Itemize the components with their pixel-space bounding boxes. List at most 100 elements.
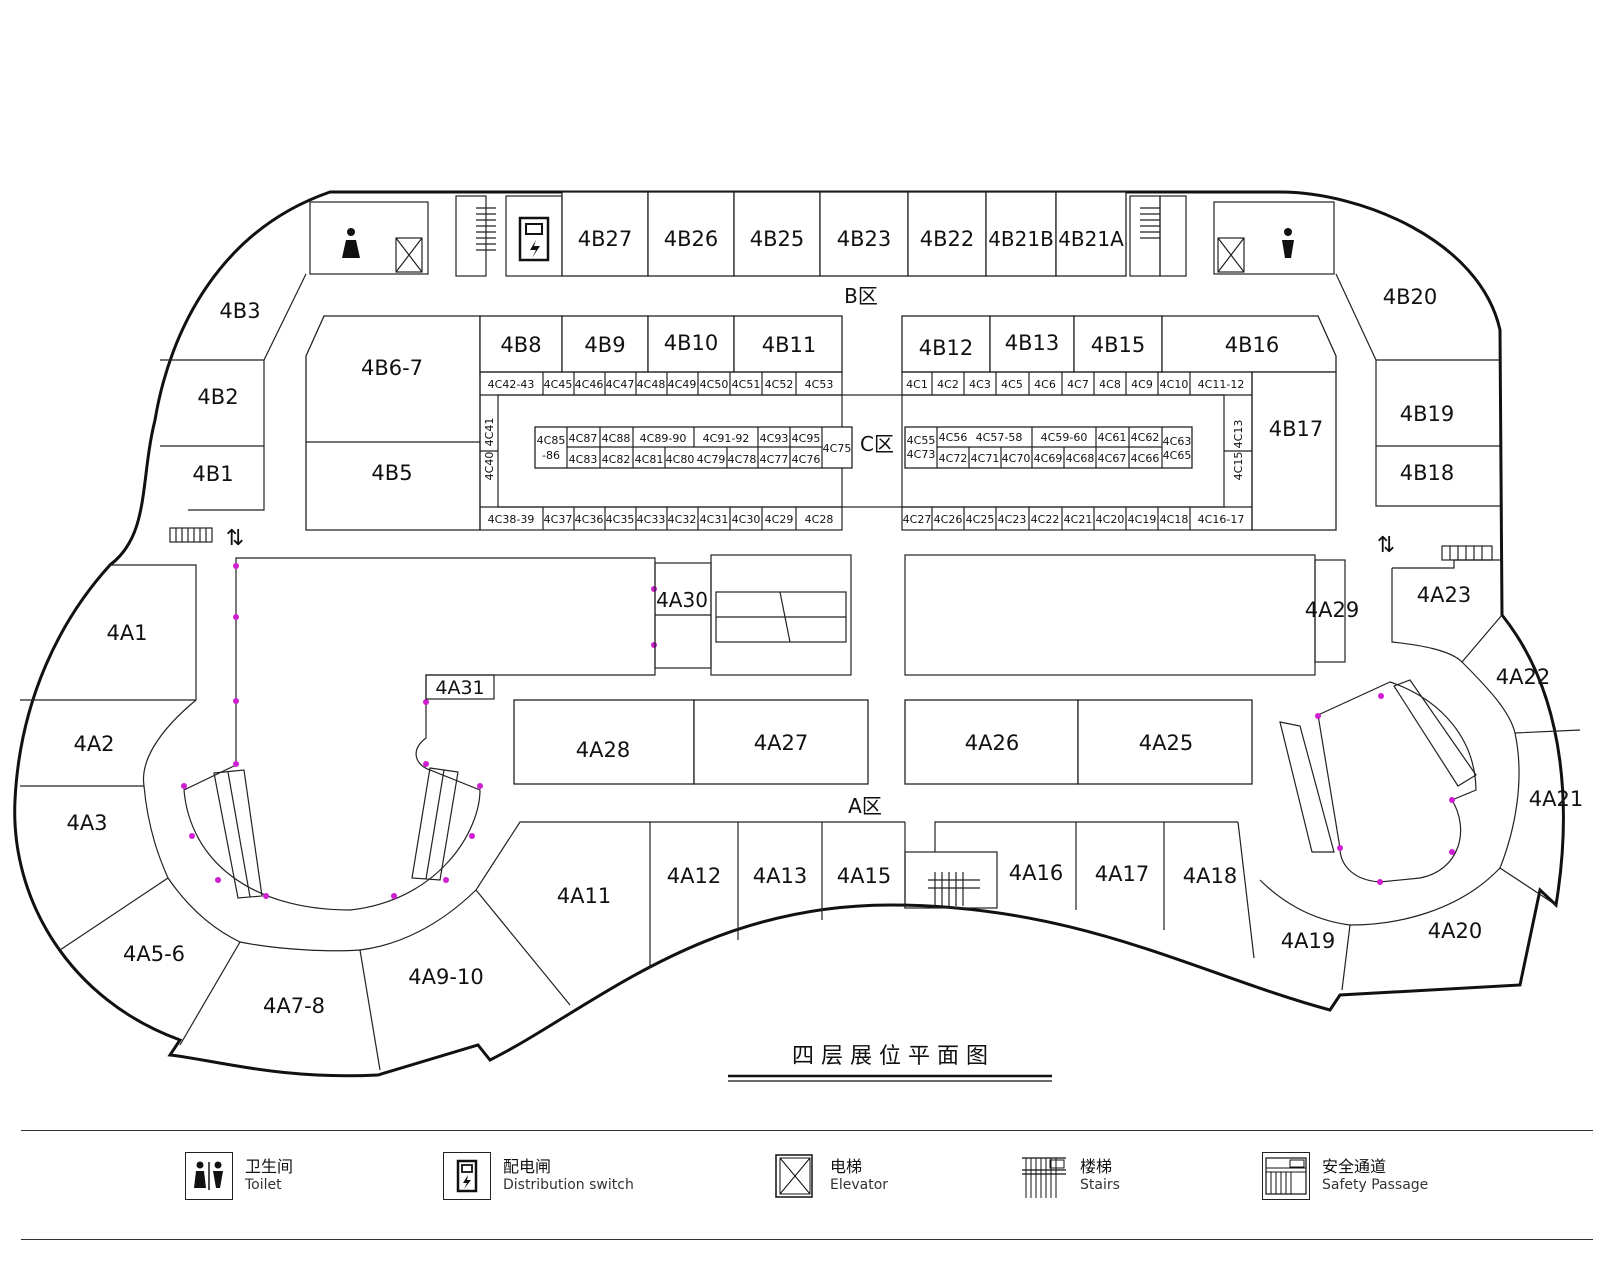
stall-4c28[interactable]: 4C28: [805, 513, 834, 526]
stall-4c37[interactable]: 4C37: [544, 513, 573, 526]
stall-4c78[interactable]: 4C78: [728, 453, 757, 466]
stall-4c48[interactable]: 4C48: [637, 378, 666, 391]
stall-4c3[interactable]: 4C3: [969, 378, 991, 391]
stall-4c35[interactable]: 4C35: [606, 513, 635, 526]
stall-4c30[interactable]: 4C30: [732, 513, 761, 526]
stall-4a1[interactable]: 4A1: [106, 621, 147, 645]
stall-4a25[interactable]: 4A25: [1139, 731, 1193, 755]
stall-4c61[interactable]: 4C61: [1098, 431, 1127, 444]
stall-4c18[interactable]: 4C18: [1160, 513, 1189, 526]
stall-4c50[interactable]: 4C50: [700, 378, 729, 391]
stall-4c62[interactable]: 4C62: [1131, 431, 1160, 444]
stall-4b11[interactable]: 4B11: [762, 333, 817, 357]
stall-4c27[interactable]: 4C27: [903, 513, 932, 526]
stall-4b1[interactable]: 4B1: [192, 462, 233, 486]
stall-4a20[interactable]: 4A20: [1428, 919, 1482, 943]
stall-4a5-6[interactable]: 4A5-6: [123, 942, 185, 966]
stall-4c85[interactable]: 4C85: [537, 434, 566, 447]
stall-4c71[interactable]: 4C71: [971, 452, 1000, 465]
stall-4b12[interactable]: 4B12: [919, 336, 974, 360]
stall-4b15[interactable]: 4B15: [1091, 333, 1146, 357]
stall-4c82[interactable]: 4C82: [602, 453, 631, 466]
stall-4b21b[interactable]: 4B21B: [988, 227, 1054, 251]
stall-4c26[interactable]: 4C26: [934, 513, 963, 526]
stall-4c51[interactable]: 4C51: [732, 378, 761, 391]
stall-4a3[interactable]: 4A3: [66, 811, 107, 835]
stall-4b27[interactable]: 4B27: [578, 227, 633, 251]
stall-4c42-43[interactable]: 4C42-43: [488, 378, 535, 391]
stall-4c13[interactable]: 4C13: [1232, 420, 1245, 449]
stall-4a29[interactable]: 4A29: [1305, 598, 1359, 622]
stall-4c89-90[interactable]: 4C89-90: [640, 432, 687, 445]
stall-4c8[interactable]: 4C8: [1099, 378, 1121, 391]
stall-4c87[interactable]: 4C87: [569, 432, 598, 445]
stall-4b6-7[interactable]: 4B6-7: [361, 356, 423, 380]
stall-4c23[interactable]: 4C23: [998, 513, 1027, 526]
stall-4b2[interactable]: 4B2: [197, 385, 238, 409]
stall-4c73[interactable]: 4C73: [907, 448, 936, 461]
stall-4c83[interactable]: 4C83: [569, 453, 598, 466]
stall-4c5[interactable]: 4C5: [1001, 378, 1023, 391]
stall-4c76[interactable]: 4C76: [792, 453, 821, 466]
stall-4a15[interactable]: 4A15: [837, 864, 891, 888]
stall-4c77[interactable]: 4C77: [760, 453, 789, 466]
stall-4c80[interactable]: 4C80: [666, 453, 695, 466]
stall-4a23[interactable]: 4A23: [1417, 583, 1471, 607]
stall-4c59-60[interactable]: 4C59-60: [1041, 431, 1088, 444]
stall-4c21[interactable]: 4C21: [1064, 513, 1093, 526]
stall-4c1[interactable]: 4C1: [906, 378, 928, 391]
stall-4c70[interactable]: 4C70: [1002, 452, 1031, 465]
stall-4c91-92[interactable]: 4C91-92: [703, 432, 750, 445]
stall-4b8[interactable]: 4B8: [500, 333, 541, 357]
stall-4c40[interactable]: 4C40: [483, 452, 496, 481]
stall-4c95[interactable]: 4C95: [792, 432, 821, 445]
stall-4a11[interactable]: 4A11: [557, 884, 611, 908]
stall-4c9[interactable]: 4C9: [1131, 378, 1153, 391]
stall-4c15[interactable]: 4C15: [1232, 452, 1245, 481]
stall-4a31[interactable]: 4A31: [435, 677, 484, 699]
stall-4c33[interactable]: 4C33: [637, 513, 666, 526]
stall-4b23[interactable]: 4B23: [837, 227, 892, 251]
stall-4b19[interactable]: 4B19: [1400, 402, 1455, 426]
stall-4b25[interactable]: 4B25: [750, 227, 805, 251]
stall-4c10[interactable]: 4C10: [1160, 378, 1189, 391]
stall-4a18[interactable]: 4A18: [1183, 864, 1237, 888]
stall-4c36[interactable]: 4C36: [575, 513, 604, 526]
stall-4b3[interactable]: 4B3: [219, 299, 260, 323]
stall-4c32[interactable]: 4C32: [668, 513, 697, 526]
stall-4c66[interactable]: 4C66: [1131, 452, 1160, 465]
stall-4c16-17[interactable]: 4C16-17: [1198, 513, 1245, 526]
stall-4c47[interactable]: 4C47: [606, 378, 635, 391]
stall-4c19[interactable]: 4C19: [1128, 513, 1157, 526]
stall-4c57-58[interactable]: 4C57-58: [976, 431, 1023, 444]
stall-4c11-12[interactable]: 4C11-12: [1198, 378, 1245, 391]
stall-4b5[interactable]: 4B5: [371, 461, 412, 485]
stall-4c22[interactable]: 4C22: [1031, 513, 1060, 526]
stall-4a16[interactable]: 4A16: [1009, 861, 1063, 885]
stall-4c55[interactable]: 4C55: [907, 434, 936, 447]
stall-4b16[interactable]: 4B16: [1225, 333, 1280, 357]
stall-4b17[interactable]: 4B17: [1269, 417, 1324, 441]
stall-4c7[interactable]: 4C7: [1067, 378, 1089, 391]
stall-4a12[interactable]: 4A12: [667, 864, 721, 888]
stall-4a17[interactable]: 4A17: [1095, 862, 1149, 886]
stall-4a7-8[interactable]: 4A7-8: [263, 994, 325, 1018]
stall-4b13[interactable]: 4B13: [1005, 331, 1060, 355]
stall-4a26[interactable]: 4A26: [965, 731, 1019, 755]
stall-4c79[interactable]: 4C79: [697, 453, 726, 466]
stall-4c20[interactable]: 4C20: [1096, 513, 1125, 526]
stall-4c93[interactable]: 4C93: [760, 432, 789, 445]
stall-4a13[interactable]: 4A13: [753, 864, 807, 888]
stall-4c75[interactable]: 4C75: [823, 442, 852, 455]
stall-4c52[interactable]: 4C52: [765, 378, 794, 391]
stall-4a21[interactable]: 4A21: [1529, 787, 1583, 811]
stall-4c85-86[interactable]: -86: [542, 449, 560, 462]
stall-4c25[interactable]: 4C25: [966, 513, 995, 526]
stall-4c56[interactable]: 4C56: [939, 431, 968, 444]
stall-4c49[interactable]: 4C49: [668, 378, 697, 391]
stall-4a22[interactable]: 4A22: [1496, 665, 1550, 689]
stall-4a28[interactable]: 4A28: [576, 738, 630, 762]
stall-4b18[interactable]: 4B18: [1400, 461, 1455, 485]
stall-4c38-39[interactable]: 4C38-39: [488, 513, 535, 526]
stall-4c53[interactable]: 4C53: [805, 378, 834, 391]
